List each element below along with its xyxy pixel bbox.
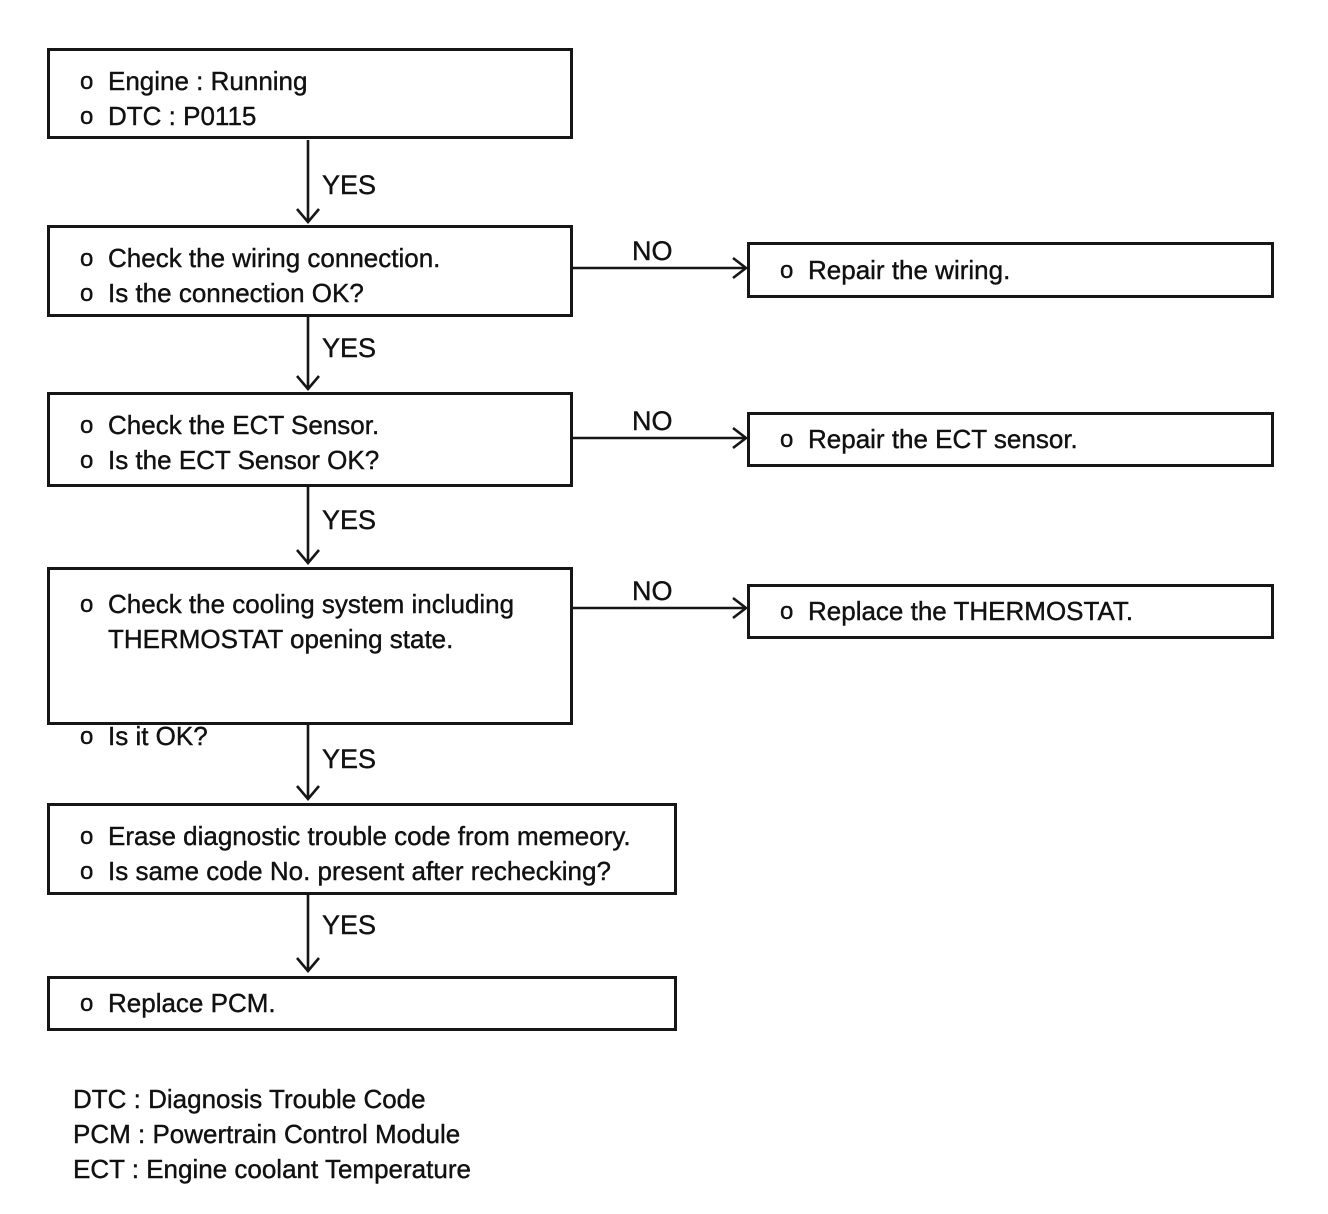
start-condition-engine: Engine : Running bbox=[108, 66, 308, 96]
bullet-marker: o bbox=[80, 68, 94, 95]
repair-ect-text: Repair the ECT sensor. bbox=[808, 424, 1078, 454]
flow-box-repair-wiring: o Repair the wiring. bbox=[747, 242, 1274, 298]
replace-thermostat-row: o Replace the THERMOSTAT. bbox=[750, 594, 1271, 629]
arrow-right-no-1 bbox=[573, 256, 749, 280]
flow-box-check-wiring: o Check the wiring connection. o Is the … bbox=[47, 225, 573, 317]
bullet-marker: o bbox=[780, 256, 794, 284]
yes-label-2: YES bbox=[322, 333, 377, 363]
check-cooling-row3: o Is it OK? bbox=[50, 719, 570, 754]
check-cooling-question: Is it OK? bbox=[108, 721, 208, 751]
flow-box-check-ect: o Check the ECT Sensor. o Is the ECT Sen… bbox=[47, 392, 573, 487]
arrow-down-yes-3 bbox=[296, 487, 320, 566]
check-wiring-text: Check the wiring connection. bbox=[108, 243, 441, 273]
no-label-2: NO bbox=[632, 406, 673, 436]
arrow-down-yes-5 bbox=[296, 895, 320, 974]
legend-ect: ECT : Engine coolant Temperature bbox=[73, 1154, 471, 1184]
start-condition-dtc: DTC : P0115 bbox=[108, 101, 257, 131]
replace-pcm-row: o Replace PCM. bbox=[50, 986, 674, 1021]
flow-box-start: o Engine : Running o DTC : P0115 bbox=[47, 48, 573, 139]
erase-code-row1: o Erase diagnostic trouble code from mem… bbox=[50, 819, 674, 854]
bullet-marker: o bbox=[80, 412, 94, 439]
repair-wiring-row: o Repair the wiring. bbox=[750, 253, 1271, 288]
bullet-marker: o bbox=[80, 990, 94, 1017]
no-label-3: NO bbox=[632, 576, 673, 606]
repair-wiring-text: Repair the wiring. bbox=[808, 254, 1011, 285]
flow-box-replace-pcm: o Replace PCM. bbox=[47, 976, 677, 1031]
flow-box-start-row1: o Engine : Running bbox=[50, 64, 570, 99]
arrow-right-no-2 bbox=[573, 426, 749, 450]
flow-box-start-row2: o DTC : P0115 bbox=[50, 99, 570, 134]
bullet-marker: o bbox=[80, 103, 94, 130]
check-ect-row2: o Is the ECT Sensor OK? bbox=[50, 443, 570, 478]
flow-box-check-cooling: o Check the cooling system including THE… bbox=[47, 567, 573, 751]
replace-pcm-text: Replace PCM. bbox=[108, 988, 276, 1018]
check-cooling-text-line1: Check the cooling system including bbox=[108, 589, 515, 619]
legend-dtc: DTC : Diagnosis Trouble Code bbox=[73, 1084, 426, 1114]
yes-label-5: YES bbox=[322, 910, 377, 940]
check-ect-row1: o Check the ECT Sensor. bbox=[50, 408, 570, 443]
check-wiring-question: Is the connection OK? bbox=[108, 278, 364, 308]
abbreviation-legend: DTC : Diagnosis Trouble Code PCM : Power… bbox=[73, 1082, 471, 1187]
arrow-down-yes-2 bbox=[296, 317, 320, 392]
yes-label-1: YES bbox=[322, 170, 377, 200]
bullet-marker: o bbox=[80, 823, 94, 850]
check-cooling-row2: THERMOSTAT opening state. bbox=[50, 622, 570, 657]
check-wiring-row2: o Is the connection OK? bbox=[50, 276, 570, 311]
arrow-right-no-3 bbox=[573, 596, 749, 620]
flow-box-repair-ect: o Repair the ECT sensor. bbox=[747, 412, 1274, 467]
replace-thermostat-text: Replace the THERMOSTAT. bbox=[808, 596, 1134, 626]
bullet-marker: o bbox=[780, 598, 794, 625]
bullet-marker: o bbox=[780, 426, 794, 453]
bullet-marker: o bbox=[80, 858, 94, 885]
check-ect-question: Is the ECT Sensor OK? bbox=[108, 445, 380, 475]
yes-label-4: YES bbox=[322, 744, 377, 774]
erase-code-text: Erase diagnostic trouble code from memeo… bbox=[108, 821, 631, 851]
erase-code-row2: o Is same code No. present after recheck… bbox=[50, 854, 674, 889]
bullet-marker: o bbox=[80, 591, 94, 618]
flow-box-erase-code: o Erase diagnostic trouble code from mem… bbox=[47, 803, 677, 895]
check-cooling-text-line2: THERMOSTAT opening state. bbox=[108, 624, 454, 654]
check-ect-text: Check the ECT Sensor. bbox=[108, 410, 380, 440]
check-cooling-row1: o Check the cooling system including bbox=[50, 587, 570, 622]
check-wiring-row1: o Check the wiring connection. bbox=[50, 241, 570, 276]
no-label-1: NO bbox=[632, 236, 673, 266]
bullet-marker: o bbox=[80, 723, 94, 750]
arrow-down-yes-4 bbox=[296, 725, 320, 802]
arrow-down-yes-1 bbox=[296, 140, 320, 225]
flow-box-replace-thermostat: o Replace the THERMOSTAT. bbox=[747, 584, 1274, 639]
bullet-marker: o bbox=[80, 280, 94, 307]
erase-code-question: Is same code No. present after recheckin… bbox=[108, 856, 611, 886]
bullet-marker: o bbox=[80, 447, 94, 474]
legend-pcm: PCM : Powertrain Control Module bbox=[73, 1119, 461, 1149]
bullet-marker: o bbox=[80, 245, 94, 272]
repair-ect-row: o Repair the ECT sensor. bbox=[750, 422, 1271, 457]
yes-label-3: YES bbox=[322, 505, 377, 535]
